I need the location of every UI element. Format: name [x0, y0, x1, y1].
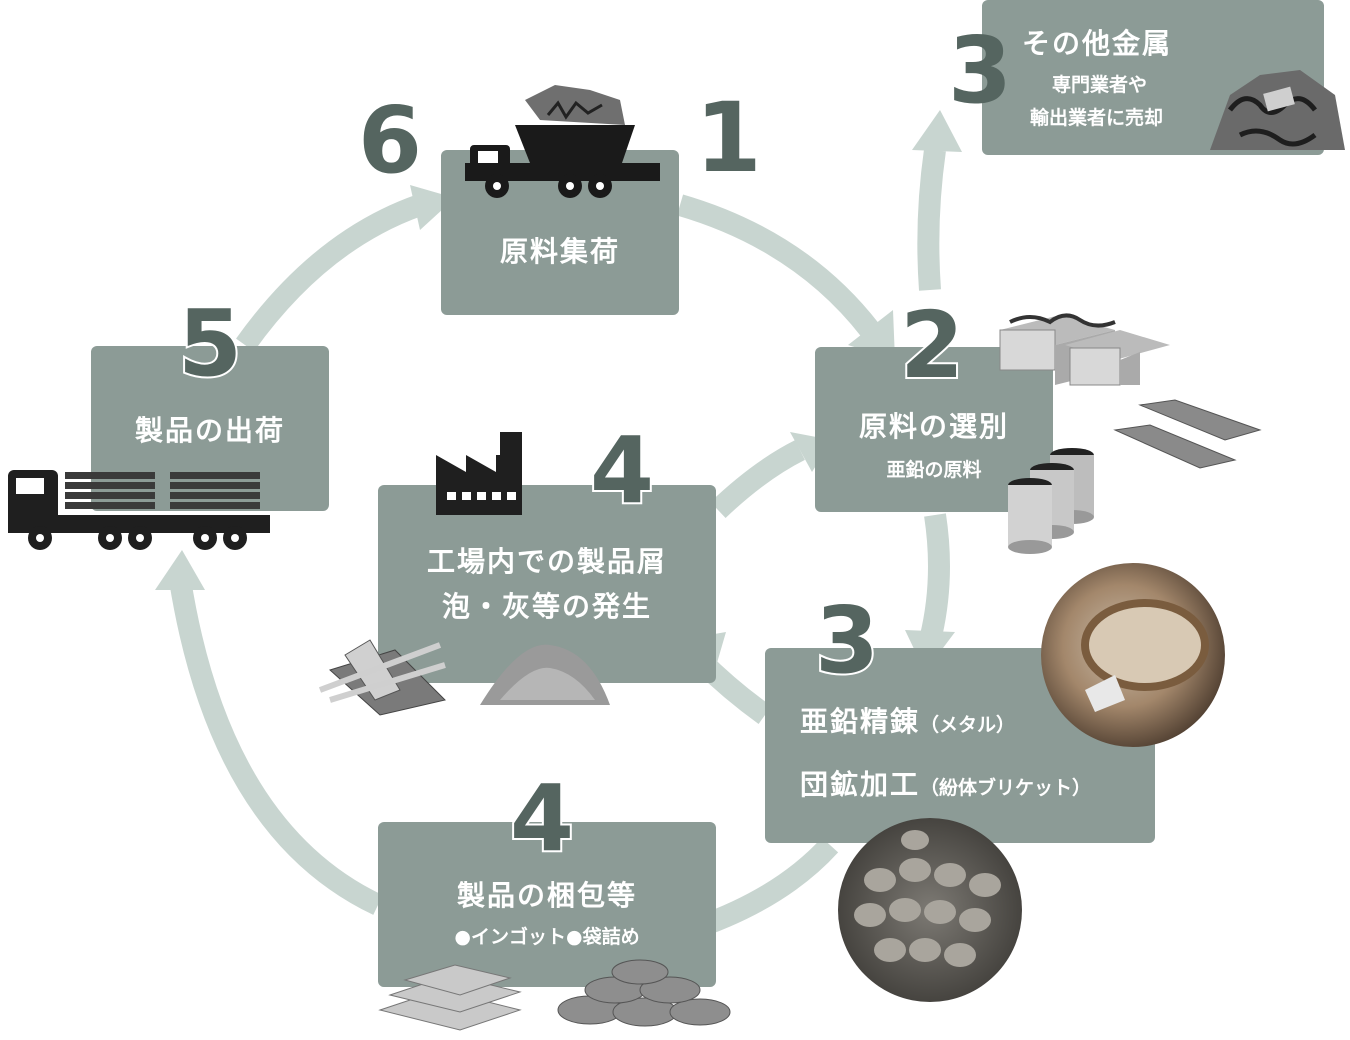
step-5-number: 5 [176, 290, 244, 397]
other-metals-title: その他金属 [1022, 27, 1173, 60]
arrowhead-2-to-other [912, 110, 962, 152]
step-1-number: 1 [693, 82, 764, 194]
step-3-number: 3 [813, 587, 881, 694]
step-3-line2: 団鉱加工（紛体ブリケット） [800, 763, 1091, 803]
other-metals-sub2: 輸出業者に売却 [1030, 107, 1164, 129]
refining-label: 亜鉛精錬 [800, 705, 921, 738]
factory-title-line1: 工場内での製品屑 [426, 545, 667, 578]
other-metals-number: 3 [948, 17, 1013, 124]
other-metals-sub1: 専門業者や [1052, 74, 1148, 96]
step-4-pack-number: 4 [508, 765, 576, 872]
briquette-note: （紛体ブリケット） [920, 777, 1092, 799]
step-2-number: 2 [898, 292, 966, 399]
arrow-1-to-2 [676, 194, 879, 337]
other-metals-box: その他金属 専門業者や 輸出業者に売却 [982, 0, 1324, 155]
pack-title: 製品の梱包等 [456, 879, 637, 912]
step-1-box: 原料集荷 [441, 150, 679, 315]
step-2-subtitle: 亜鉛の原料 [886, 459, 982, 481]
step-3-line1: 亜鉛精錬（メタル） [800, 700, 1015, 740]
arrow-pack-to-5 [169, 578, 383, 915]
step-4-factory-box: 工場内での製品屑 泡・灰等の発生 [378, 485, 716, 683]
step-5-title: 製品の出荷 [134, 414, 285, 447]
step-4-pack-box: 製品の梱包等 ●インゴット●袋詰め [378, 822, 716, 987]
step-2-title: 原料の選別 [858, 410, 1009, 443]
step-4-factory-number: 4 [588, 417, 656, 524]
arrow-2-to-3 [919, 513, 950, 643]
arrow-5-to-1 [236, 194, 424, 352]
arrow-factory-to-2 [710, 440, 806, 518]
pack-subtitle: ●インゴット●袋詰め [454, 926, 640, 948]
refining-note: （メタル） [920, 714, 1016, 736]
step-6-number: 6 [358, 87, 423, 194]
arrowhead-pack-to-5 [155, 550, 205, 590]
step-1-title: 原料集荷 [499, 235, 620, 268]
arrow-2-to-other [917, 148, 946, 291]
factory-title-line2: 泡・灰等の発生 [441, 590, 652, 623]
briquette-label: 団鉱加工 [800, 768, 921, 801]
